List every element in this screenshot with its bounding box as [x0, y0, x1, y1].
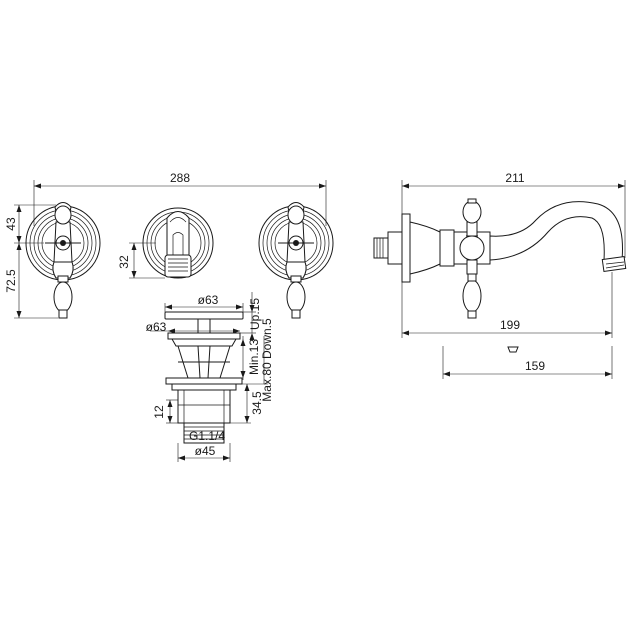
- dimension-center-knob: 32: [117, 242, 165, 279]
- dim-label-12: 12: [152, 405, 166, 419]
- dim-label-32: 32: [117, 255, 131, 269]
- dim-label-dia63-side: ø63: [146, 320, 167, 334]
- dim-label-min13: Min.13: [247, 339, 261, 375]
- dim-label-up15: Up.15: [248, 298, 262, 330]
- dim-label-159: 159: [525, 359, 545, 373]
- dimension-spout: 211 199 159: [401, 171, 626, 379]
- dim-label-max80: Max.80 Down.5: [260, 318, 274, 402]
- dimension-overall-width: 288: [33, 171, 327, 226]
- dimension-waste: ø63 ø63 Up.15 Min.13 Max.80 Down.5 34.5: [146, 292, 274, 462]
- dim-label-72-5: 72.5: [4, 269, 18, 293]
- right-valve-handle: [258, 202, 334, 319]
- dim-label-211: 211: [505, 171, 524, 185]
- dim-label-34-5: 34.5: [250, 391, 264, 415]
- dimension-left-heights: 43 72.5: [4, 204, 58, 319]
- left-valve-handle: [25, 202, 101, 319]
- dim-label-288: 288: [170, 171, 190, 185]
- dim-label-dia45: ø45: [195, 444, 216, 458]
- dim-label-dia63-top: ø63: [198, 293, 219, 307]
- popup-waste: [164, 311, 244, 444]
- dim-label-199: 199: [500, 318, 520, 332]
- dim-label-thread: G1.1/4: [189, 429, 225, 443]
- dim-label-43: 43: [4, 217, 18, 231]
- spout-side-view: [373, 198, 627, 319]
